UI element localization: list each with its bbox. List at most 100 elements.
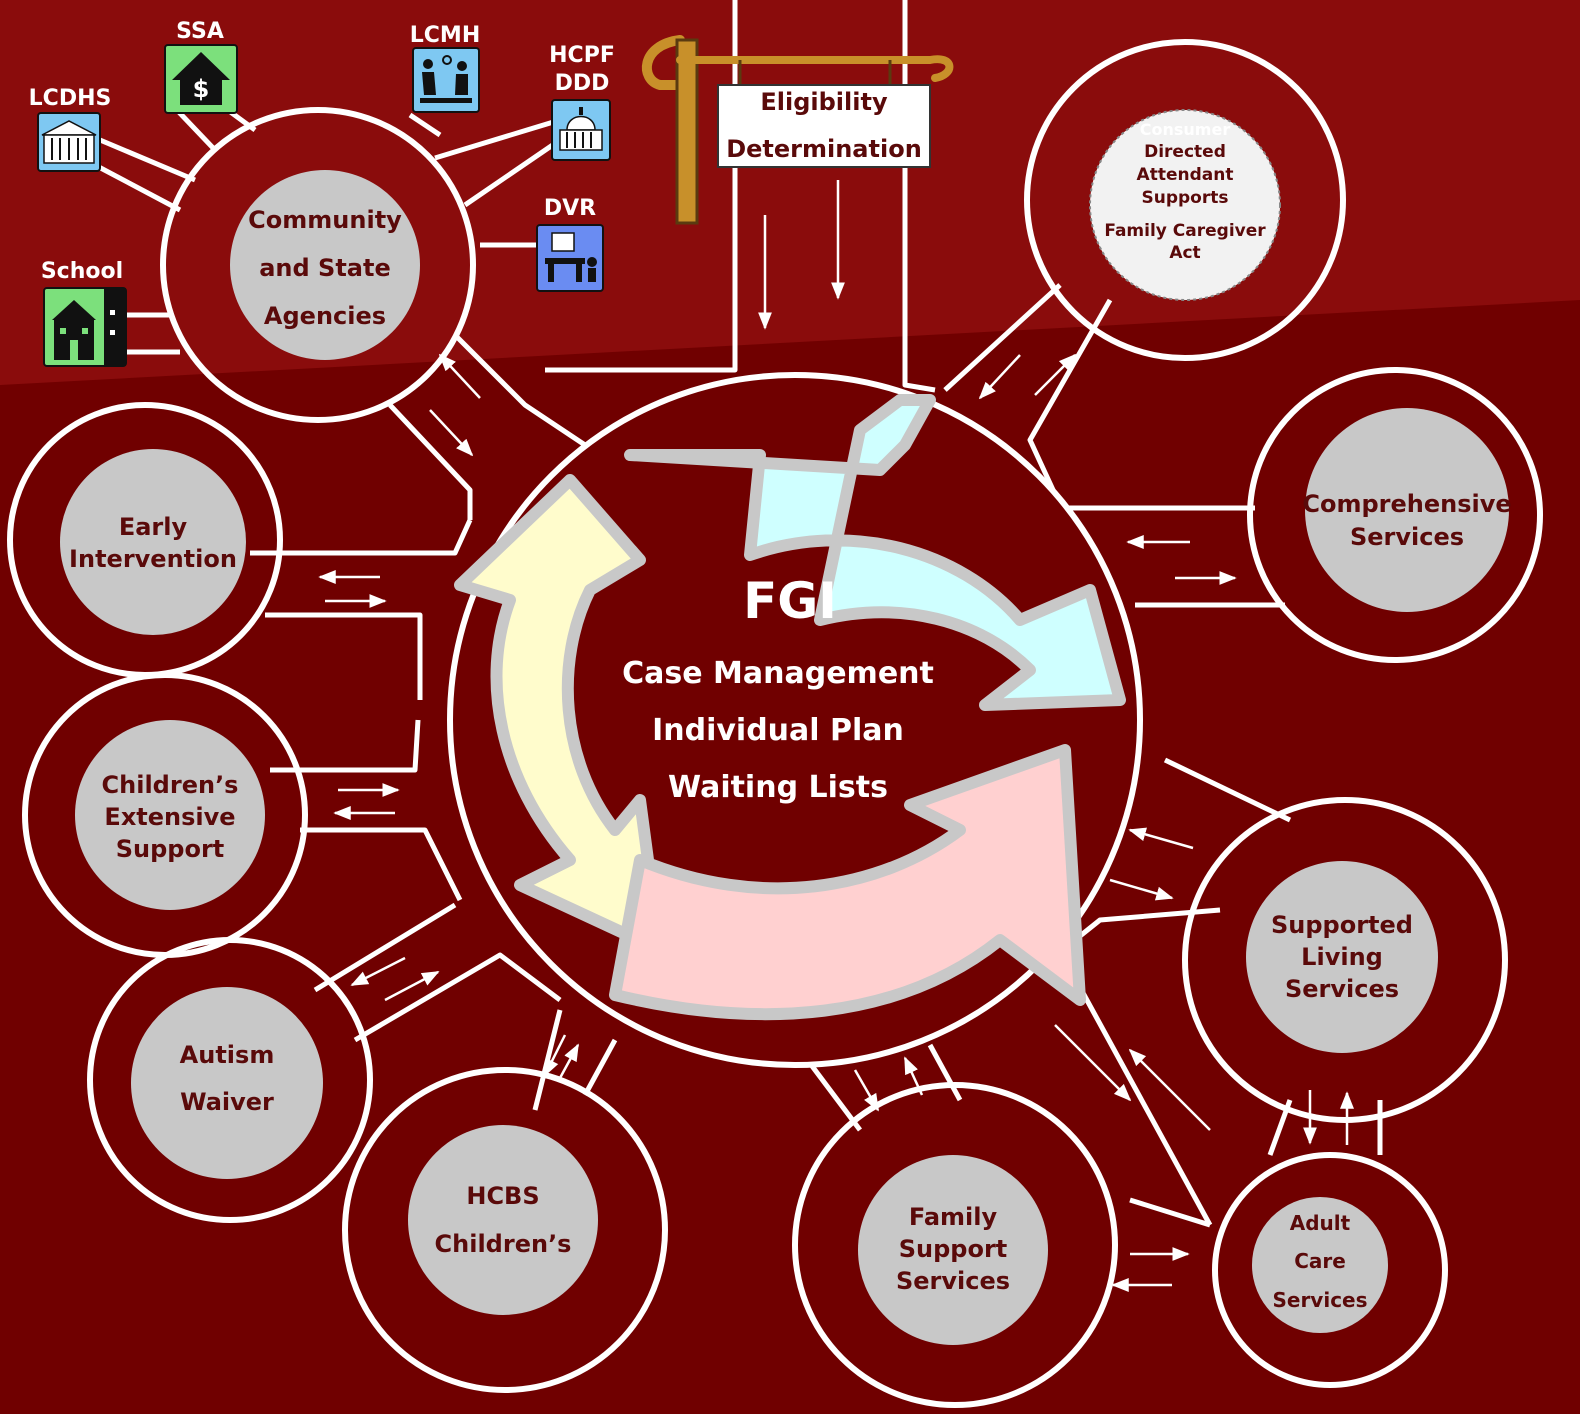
community-label-3: Agencies <box>264 302 386 330</box>
consumer-directed-line-6: Act <box>1169 243 1200 263</box>
autism-waiver-node: Autism Waiver <box>131 987 323 1179</box>
counseling-icon <box>412 47 480 113</box>
capitol-icon <box>551 99 611 161</box>
agency-label-dvr: DVR <box>544 196 596 221</box>
supported-living-circle <box>1246 861 1438 1053</box>
school-building-icon <box>43 287 127 367</box>
flow-arrow <box>558 1043 580 1079</box>
family-support-label-1: Family <box>909 1203 998 1231</box>
family-support-label-3: Services <box>896 1267 1010 1295</box>
flow-arrow <box>1128 1048 1211 1131</box>
adult-care-circle <box>1252 1197 1388 1333</box>
agency-school: School <box>41 259 127 367</box>
center-line-case-management: Case Management <box>622 656 934 691</box>
autism-waiver-label-1: Autism <box>180 1041 275 1069</box>
flow-arrows <box>318 180 1354 1292</box>
family-support-circle <box>858 1155 1048 1345</box>
service-rings <box>7 39 1543 1408</box>
early-intervention-circle <box>60 449 246 635</box>
autism-waiver-circle <box>131 987 323 1179</box>
childrens-extensive-label-2: Extensive <box>104 803 235 831</box>
sign-line-determination: Determination <box>726 135 922 163</box>
flow-arrow <box>543 1034 567 1077</box>
comprehensive-node: Comprehensive Services <box>1302 408 1512 612</box>
sign-post-hook <box>641 35 690 90</box>
government-building-icon <box>37 112 101 172</box>
agency-label-hcpf: HCPF <box>549 43 615 68</box>
family-support-label-2: Support <box>899 1235 1008 1263</box>
hcbs-childrens-node: HCBS Children’s <box>408 1125 598 1315</box>
consumer-directed-line-3: Attendant <box>1137 165 1234 185</box>
hcbs-childrens-circle <box>408 1125 598 1315</box>
consumer-directed-line-2: Directed <box>1144 142 1226 162</box>
early-intervention-node: Early Intervention <box>60 449 246 635</box>
flow-arrow <box>903 1056 924 1096</box>
consumer-directed-node: Consumer Directed Attendant Supports Fam… <box>1089 109 1281 301</box>
agency-ssa: SSA $ <box>164 19 238 114</box>
sign-board <box>717 84 931 168</box>
community-circle <box>230 170 420 360</box>
childrens-extensive-node: Children’s Extensive Support <box>75 720 265 910</box>
flow-arrow <box>1128 827 1194 850</box>
agency-label-lcdhs: LCDHS <box>29 86 112 111</box>
consumer-directed-line-5: Family Caregiver <box>1104 221 1266 241</box>
flow-arrow <box>1034 353 1077 396</box>
community-label-1: Community <box>248 206 402 234</box>
community-label-2: and State <box>259 254 391 282</box>
supported-living-label-2: Living <box>1301 943 1383 971</box>
svg-text:$: $ <box>193 75 210 103</box>
agency-label-ddd: DDD <box>555 71 610 96</box>
agency-lcmh: LCMH <box>410 23 480 113</box>
comprehensive-circle <box>1305 408 1509 612</box>
agency-spokes <box>93 105 562 355</box>
connector-channels <box>250 0 1383 1228</box>
childrens-extensive-label-3: Support <box>116 835 225 863</box>
eligibility-sign: Eligibility Determination <box>641 35 954 225</box>
flow-arrow <box>384 970 440 1002</box>
adult-care-label-3: Services <box>1272 1288 1367 1312</box>
supported-living-node: Supported Living Services <box>1246 861 1438 1053</box>
adult-care-label-1: Adult <box>1290 1211 1351 1235</box>
sign-post <box>675 38 699 225</box>
flow-arrow <box>1054 1024 1132 1102</box>
flow-arrow <box>853 1069 880 1112</box>
hcbs-childrens-label-1: HCBS <box>466 1182 539 1210</box>
blue-cycle-arrow <box>624 394 1126 711</box>
sign-arm <box>676 55 954 82</box>
agency-lcdhs: LCDHS <box>29 86 112 172</box>
comprehensive-label-2: Services <box>1350 523 1464 551</box>
childrens-extensive-label-1: Children’s <box>102 771 239 799</box>
cycle-arrows <box>454 394 1126 1021</box>
supported-living-label-1: Supported <box>1271 911 1413 939</box>
autism-waiver-label-2: Waiver <box>180 1088 274 1116</box>
consumer-directed-line-4: Supports <box>1142 188 1229 208</box>
pink-cycle-arrow <box>609 744 1086 1021</box>
flow-arrow <box>350 956 406 987</box>
agency-dvr: DVR <box>536 196 604 292</box>
center-line-individual-plan: Individual Plan <box>652 713 904 748</box>
flow-arrow <box>429 409 474 457</box>
flow-arrow <box>1109 878 1174 901</box>
sign-line-eligibility: Eligibility <box>760 88 888 116</box>
agency-hcpf-ddd: HCPF DDD <box>549 43 615 161</box>
early-intervention-label-2: Intervention <box>69 545 237 573</box>
adult-care-node: Adult Care Services <box>1252 1197 1388 1333</box>
agency-label-lcmh: LCMH <box>410 23 480 48</box>
yellow-cycle-arrow <box>454 474 666 956</box>
adult-care-label-2: Care <box>1294 1249 1346 1273</box>
center-title: FGI <box>743 572 837 630</box>
hcbs-childrens-label-2: Children’s <box>435 1230 572 1258</box>
flow-arrow <box>978 354 1021 400</box>
agency-label-school: School <box>41 259 123 284</box>
house-dollar-icon: $ <box>164 44 238 114</box>
office-desk-icon <box>536 224 604 292</box>
supported-living-label-3: Services <box>1285 975 1399 1003</box>
center-line-waiting-lists: Waiting Lists <box>668 770 888 805</box>
community-node: Community and State Agencies <box>230 170 420 360</box>
consumer-directed-circle <box>1089 109 1281 301</box>
consumer-directed-line-1: Consumer <box>1140 120 1231 139</box>
childrens-extensive-circle <box>75 720 265 910</box>
flow-arrow <box>438 353 481 399</box>
